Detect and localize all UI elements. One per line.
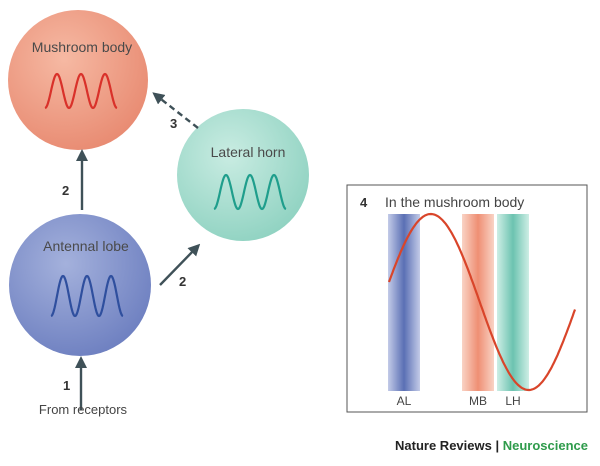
antennal-lobe-circle xyxy=(9,214,151,356)
step-2-number-vertical: 2 xyxy=(62,183,69,198)
lateral-horn-label: Lateral horn xyxy=(211,144,286,160)
lh-phase-band xyxy=(497,214,529,391)
antennal-lobe-node: Antennal lobe xyxy=(9,214,151,356)
credit-separator: | xyxy=(495,438,500,453)
journal-field: Neuroscience xyxy=(502,438,588,453)
oscillation-curve xyxy=(387,212,577,392)
journal-name: Nature Reviews xyxy=(395,438,492,453)
al-phase-band xyxy=(388,214,420,391)
arrow-antennal-lobe-to-lateral-horn xyxy=(159,243,201,286)
step-4-number: 4 xyxy=(360,195,368,210)
panel-title: In the mushroom body xyxy=(385,194,524,210)
mushroom-body-timing-panel: 4 In the mushroom body AL MB LH xyxy=(346,184,588,413)
mb-band-label: MB xyxy=(469,394,487,408)
lateral-horn-node: Lateral horn xyxy=(177,109,309,241)
mushroom-body-oscillation xyxy=(44,72,118,110)
from-receptors-label: From receptors xyxy=(39,402,128,417)
arrow-lateral-horn-to-mushroom-body xyxy=(152,92,199,129)
mushroom-body-label: Mushroom body xyxy=(32,39,132,55)
lateral-horn-circle xyxy=(177,109,309,241)
mb-phase-band xyxy=(462,214,494,391)
step-2-number-diagonal: 2 xyxy=(179,274,186,289)
antennal-lobe-oscillation xyxy=(50,274,124,318)
step-3-number: 3 xyxy=(170,116,177,131)
antennal-lobe-label: Antennal lobe xyxy=(43,238,129,254)
journal-credit: Nature Reviews | Neuroscience xyxy=(395,438,588,453)
lateral-horn-oscillation xyxy=(213,173,287,211)
al-band-label: AL xyxy=(397,394,412,408)
mushroom-body-node: Mushroom body xyxy=(8,10,148,150)
step-1-number: 1 xyxy=(63,378,70,393)
lh-band-label: LH xyxy=(505,394,520,408)
